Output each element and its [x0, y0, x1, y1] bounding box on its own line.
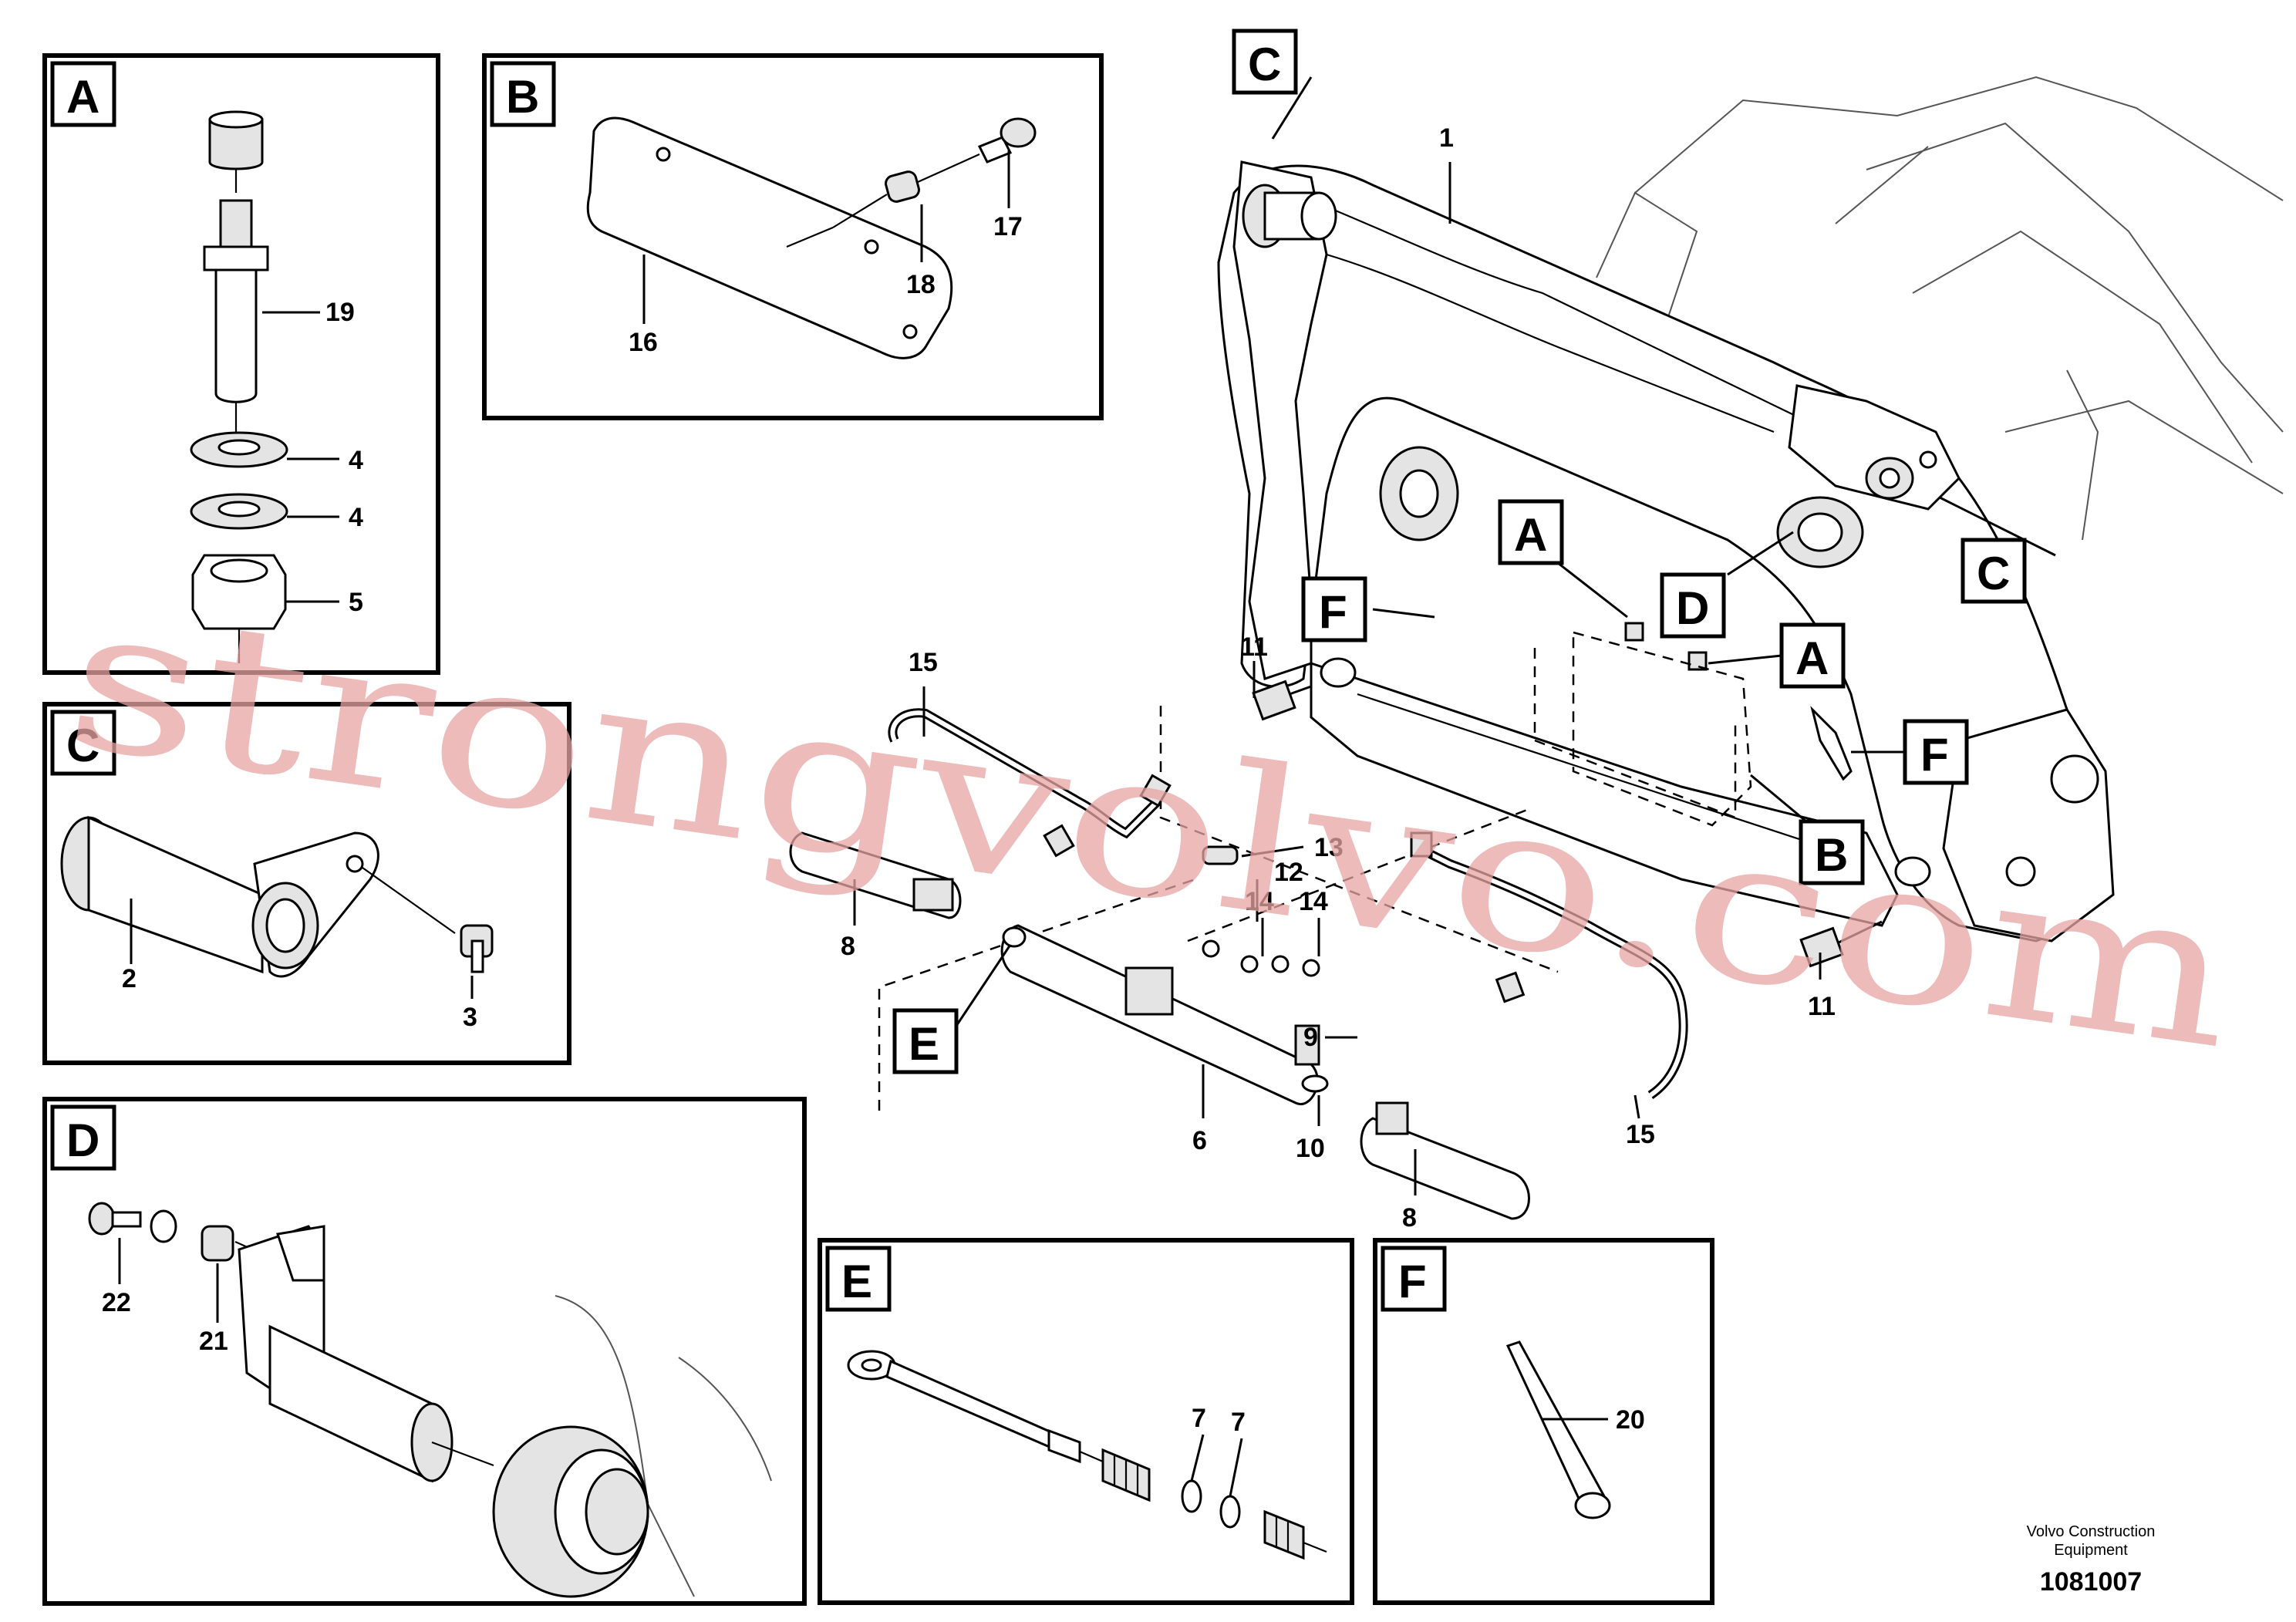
callout-9: 9	[1303, 1023, 1318, 1052]
callout-21: 21	[199, 1327, 228, 1356]
detail-tag-a-right: A	[1779, 622, 1846, 689]
callout-14-right: 14	[1299, 887, 1328, 916]
drawing-number: 1081007	[2040, 1567, 2142, 1597]
callout-20: 20	[1616, 1405, 1645, 1435]
panel-c-letter: C	[66, 720, 99, 771]
callout-13: 13	[1314, 833, 1344, 862]
detail-tag-f-right: F	[1903, 719, 1969, 785]
callout-2: 2	[122, 964, 137, 993]
detail-tag-a-left: A	[1498, 499, 1564, 565]
detail-tag-e: E	[892, 1008, 959, 1074]
main-assembly	[878, 76, 2284, 1111]
panel-d-letter: D	[66, 1114, 99, 1166]
detail-tag-d: D	[1660, 572, 1726, 639]
callout-11-left: 11	[1240, 632, 1268, 662]
svg-text:C: C	[1248, 39, 1281, 90]
detail-tag-c-top: C	[1232, 29, 1298, 95]
panel-e: E 7 7	[818, 1238, 1354, 1605]
company-line-2: Equipment	[2054, 1542, 2128, 1559]
callout-10: 10	[1296, 1134, 1325, 1163]
main-detail-tags: C C A A D F F B	[892, 29, 2027, 1074]
callout-15-left: 15	[909, 648, 938, 677]
main-leaders	[853, 76, 2056, 1195]
svg-text:C: C	[1977, 548, 2010, 599]
hose-assembly	[888, 708, 1688, 1099]
panel-b-letter: B	[506, 71, 539, 123]
panel-a-letter: A	[66, 71, 99, 123]
cylinder-assembly	[789, 831, 1530, 1220]
company-line-1: Volvo Construction	[2027, 1523, 2156, 1540]
footer: Volvo Construction Equipment 1081007	[2027, 1523, 2156, 1597]
panel-b: B 17 18 16	[482, 53, 1104, 420]
callout-1: 1	[1439, 123, 1454, 153]
callout-4-lower: 4	[349, 503, 363, 532]
callout-18: 18	[906, 270, 936, 299]
bolt-11-left	[1252, 679, 1312, 721]
panel-d: D 22 21	[42, 1097, 807, 1606]
panel-f-letter: F	[1398, 1256, 1427, 1307]
panel-a: A 19 4 4 5	[42, 53, 440, 675]
callout-4-upper: 4	[349, 446, 363, 475]
detail-tag-c-right: C	[1961, 538, 2027, 604]
callout-15-right: 15	[1626, 1120, 1655, 1149]
callout-16: 16	[629, 328, 658, 357]
panel-c: C 2 3	[42, 702, 571, 1065]
detail-tag-b: B	[1799, 819, 1865, 885]
callout-8-right: 8	[1402, 1203, 1417, 1233]
callout-12: 12	[1274, 858, 1303, 887]
svg-text:D: D	[1676, 582, 1709, 634]
callout-17: 17	[993, 212, 1023, 241]
callout-7-left: 7	[1192, 1404, 1206, 1433]
callout-22: 22	[102, 1288, 131, 1317]
svg-text:A: A	[1514, 509, 1547, 561]
callout-11-right: 11	[1808, 992, 1836, 1021]
callout-8-left: 8	[841, 932, 855, 961]
main-callouts: 1 11 11 15 15 13 12 14 14 8 8 9 10 6	[841, 123, 1836, 1233]
callout-7-right: 7	[1231, 1408, 1246, 1437]
callout-5: 5	[349, 588, 363, 617]
panel-e-letter: E	[841, 1256, 872, 1307]
bolt-11-right	[1799, 920, 1883, 968]
svg-text:F: F	[1920, 729, 1949, 781]
svg-text:E: E	[909, 1018, 939, 1070]
callout-3: 3	[463, 1003, 477, 1032]
svg-text:F: F	[1319, 586, 1347, 638]
panel-f: F 20	[1373, 1238, 1714, 1605]
callout-6: 6	[1192, 1126, 1207, 1155]
svg-text:A: A	[1795, 632, 1829, 684]
detail-tag-f-left: F	[1301, 576, 1367, 642]
callout-19: 19	[325, 298, 355, 327]
callout-14-left: 14	[1245, 887, 1274, 916]
svg-text:B: B	[1815, 829, 1848, 881]
